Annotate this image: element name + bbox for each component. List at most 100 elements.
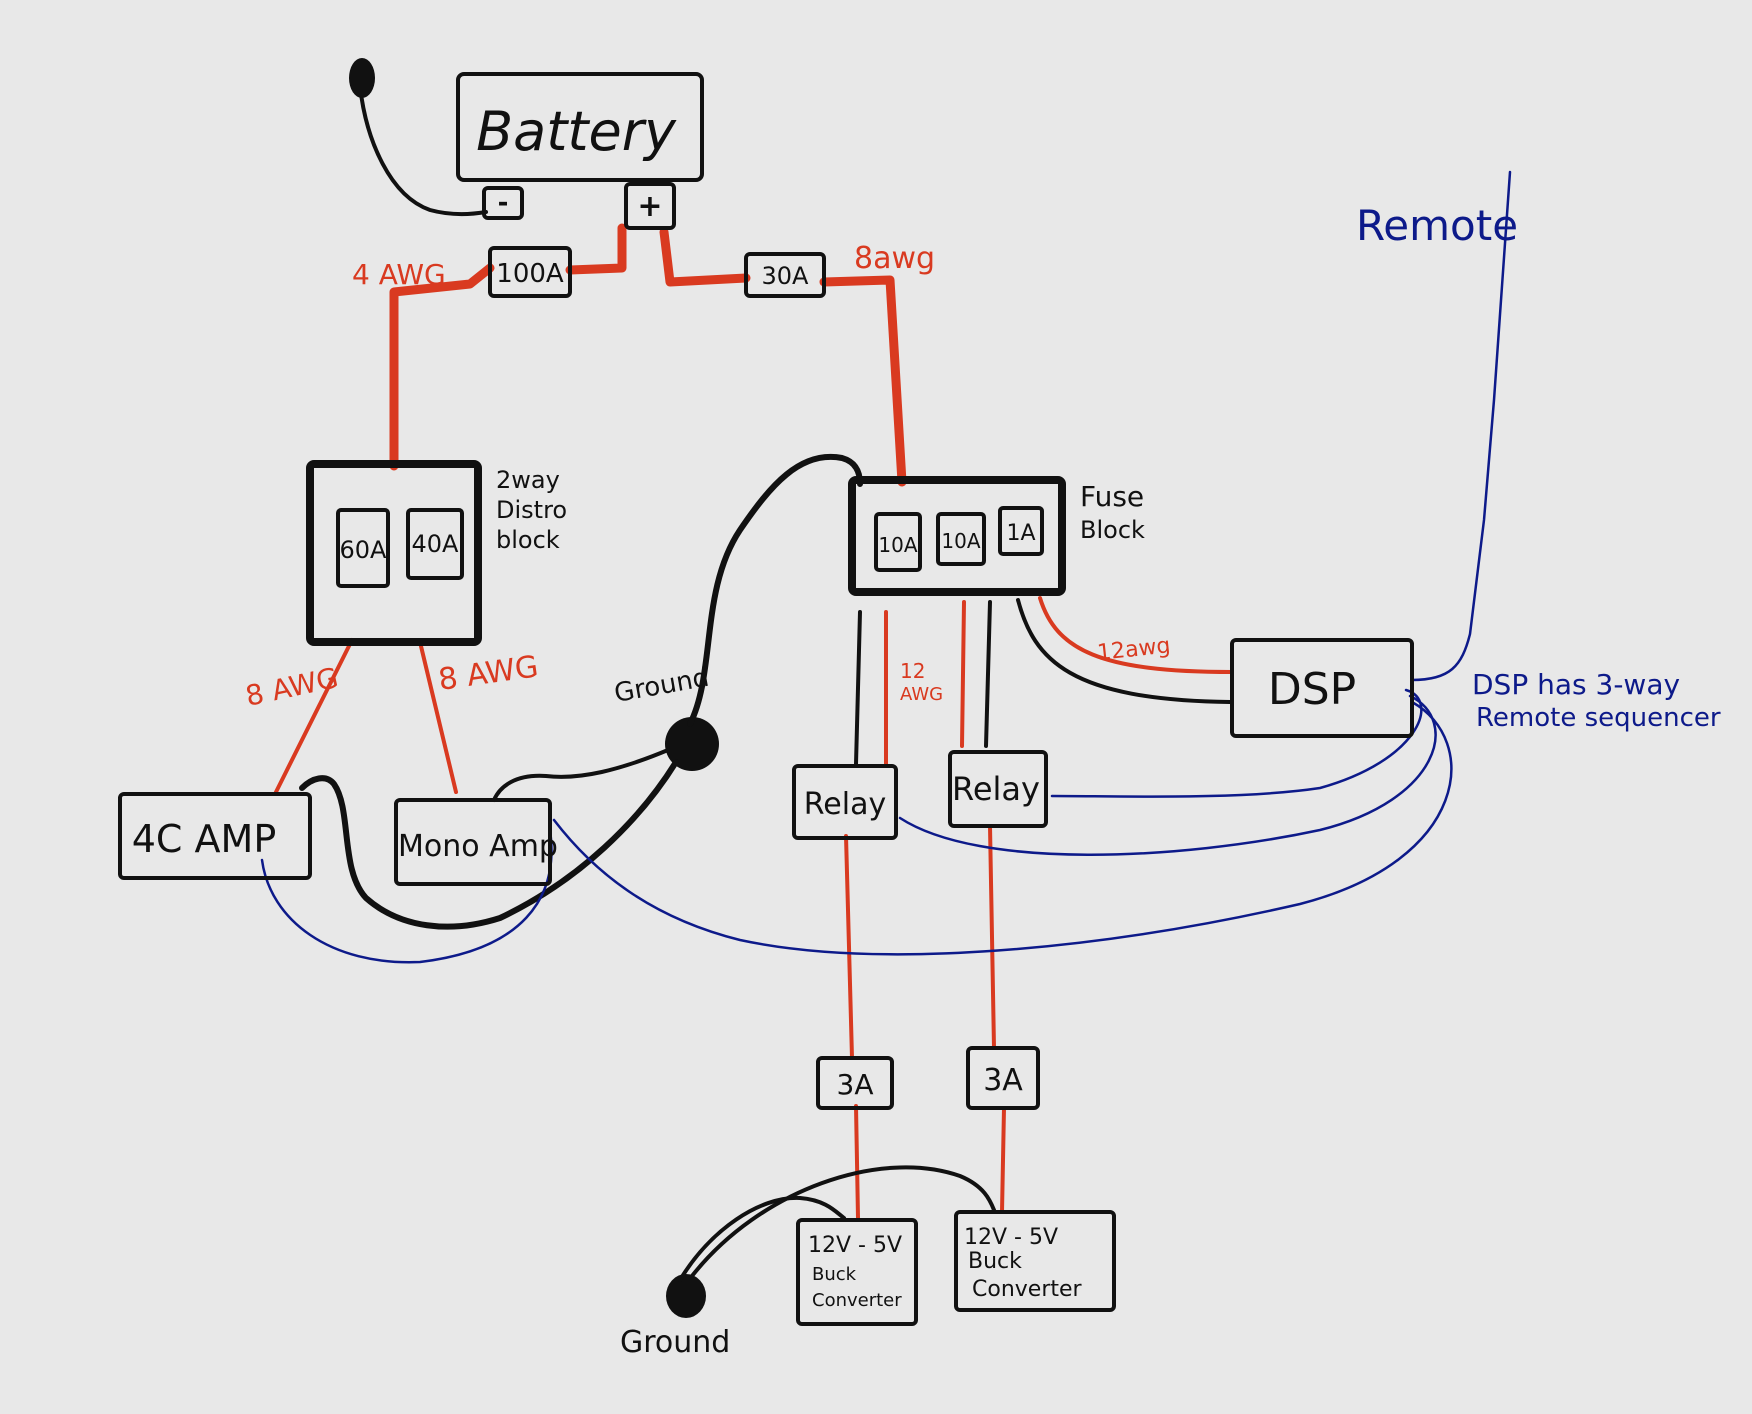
- wire-fuseblock-to-relay-2-ground: [984, 600, 992, 748]
- wire-fuseblock-to-relay-2: [960, 600, 966, 748]
- label-relay-wire-1: 12: [900, 659, 925, 683]
- wire-dsp-to-mono-amp: [552, 700, 1453, 956]
- ground-wires: [299, 58, 1232, 1318]
- inline-fuse-1-label: 3A: [837, 1068, 874, 1101]
- main-fuse-body: [488, 246, 572, 298]
- fuse-block-fuse-3-label: 1A: [1006, 521, 1035, 546]
- distro-fuse-60a: [336, 508, 390, 588]
- inline-fuse-2-body: [966, 1046, 1040, 1110]
- positive-terminal-label: +: [637, 189, 662, 224]
- battery-label: Battery: [476, 100, 677, 163]
- distro-block-label-1: 2way: [496, 466, 560, 494]
- wire-battery-to-30a: [659, 227, 751, 287]
- fuse-block-label-1: Fuse: [1080, 480, 1144, 513]
- buck-2-line-3: Converter: [972, 1277, 1083, 1302]
- distro-block-label-2: Distro: [496, 496, 567, 524]
- wire-fuseblock-to-dsp-ground: [1016, 598, 1232, 704]
- dsp-body: [1230, 638, 1414, 738]
- fuse-block-body: [848, 476, 1066, 596]
- wire-relay-1-to-3a: [844, 834, 854, 1060]
- buck-converter-2-body: [954, 1210, 1116, 1312]
- buck-converter-1: 12V - 5V Buck Converter: [796, 1218, 918, 1326]
- label-remote: Remote: [1356, 201, 1518, 250]
- mono-amp-body: [394, 798, 552, 886]
- inline-fuse-1: 3A: [816, 1056, 894, 1110]
- relay-1-body: [792, 764, 898, 840]
- inline-fuse-2-label: 3A: [983, 1063, 1023, 1098]
- main-fuse-label: 100A: [496, 259, 564, 289]
- ground-point-main: [665, 717, 719, 771]
- battery-negative-terminal: [482, 186, 524, 220]
- secondary-fuse-body: [744, 252, 826, 298]
- wire-dsp-to-4c-amp: [260, 828, 553, 964]
- distro-block-label-3: block: [496, 526, 560, 554]
- buck-1-line-2: Buck: [812, 1264, 857, 1285]
- remote-wires: [260, 170, 1512, 964]
- wire-dsp-to-relay-1: [898, 694, 1437, 856]
- wire-3a-to-buck-1: [854, 1104, 860, 1220]
- wire-100a-to-distro: [389, 263, 495, 471]
- secondary-fuse-label: 30A: [762, 262, 810, 290]
- distro-block-body: [306, 460, 482, 646]
- label-relay-wire-2: AWG: [900, 684, 943, 705]
- wire-ground-to-fuseblock: [687, 453, 863, 727]
- label-main-wire: 4 AWG: [352, 258, 446, 291]
- relay-2-label: Relay: [952, 770, 1040, 808]
- wire-30a-to-fuseblock: [819, 275, 907, 487]
- distro-fuse-40a-label: 40A: [412, 530, 460, 558]
- label-dsp-note-2: Remote sequencer: [1476, 703, 1721, 733]
- wire-battery-ground: [358, 84, 488, 216]
- label-amp4c-wire: 8 AWG: [243, 661, 342, 713]
- amp-4c-label: 4C AMP: [132, 817, 277, 861]
- inline-fuse-1-body: [816, 1056, 894, 1110]
- dsp: DSP: [1230, 638, 1414, 738]
- label-ground-bottom: Ground: [620, 1325, 730, 1360]
- buck-2-line-1: 12V - 5V: [964, 1225, 1058, 1250]
- wire-fuseblock-to-dsp: [1038, 596, 1234, 674]
- battery-body: [456, 72, 704, 182]
- negative-terminal-label: -: [498, 188, 509, 218]
- annotations: Ground Ground Remote DSP has 3-way Remot…: [612, 201, 1721, 1360]
- label-secondary-wire: 8awg: [854, 241, 935, 276]
- fuse-block: 10A 10A 1A Fuse Block: [848, 476, 1145, 596]
- battery-positive-terminal: [624, 182, 676, 230]
- buck-converter-1-body: [796, 1218, 918, 1326]
- mono-amp: Mono Amp: [394, 798, 558, 886]
- wire-relay-2-to-3a: [988, 824, 996, 1050]
- distro-block: 60A 40A 2way Distro block: [306, 460, 567, 646]
- fuse-block-fuse-2-label: 10A: [941, 529, 980, 553]
- fuse-block-fuse-10a-2: [936, 512, 986, 566]
- relay-2-body: [948, 750, 1048, 828]
- ground-terminal-top: [349, 58, 375, 98]
- wire-distro-to-mono-amp: [418, 640, 458, 794]
- wire-battery-to-100a: [565, 223, 627, 275]
- wire-dsp-to-relay-2: [1050, 688, 1423, 798]
- wire-distro-to-4c-amp: [274, 638, 354, 794]
- wire-ground-to-buck-2: [690, 1165, 996, 1278]
- buck-1-line-1: 12V - 5V: [808, 1233, 902, 1258]
- relay-1-label: Relay: [804, 787, 886, 822]
- wire-ground-to-4c-amp: [299, 759, 679, 930]
- buck-converter-2: 12V - 5V Buck Converter: [954, 1210, 1116, 1312]
- wire-fuseblock-to-relay-1-ground: [854, 610, 862, 766]
- buck-1-line-3: Converter: [812, 1290, 902, 1311]
- wire-3a-to-buck-2: [1000, 1106, 1006, 1214]
- wire-remote-main: [1410, 170, 1512, 682]
- secondary-fuse-30a: 30A: [744, 252, 826, 298]
- distro-fuse-40a: [406, 508, 464, 580]
- mono-amp-label: Mono Amp: [398, 829, 558, 864]
- ground-point-bottom: [666, 1274, 706, 1318]
- battery: Battery - +: [456, 72, 704, 230]
- fuse-block-label-2: Block: [1080, 516, 1145, 544]
- wire-ground-to-mono-amp: [492, 748, 670, 802]
- fuse-block-fuse-1-label: 10A: [878, 533, 917, 557]
- relay-2: Relay: [948, 750, 1048, 828]
- main-fuse-100a: 100A: [488, 246, 572, 298]
- distro-fuse-60a-label: 60A: [340, 536, 388, 564]
- label-mono-wire: 8 AWG: [436, 649, 540, 698]
- buck-2-line-2: Buck: [968, 1249, 1022, 1274]
- inline-fuse-2: 3A: [966, 1046, 1040, 1110]
- amp-4c: 4C AMP: [118, 792, 312, 880]
- label-dsp-wire: 12awg: [1096, 633, 1172, 666]
